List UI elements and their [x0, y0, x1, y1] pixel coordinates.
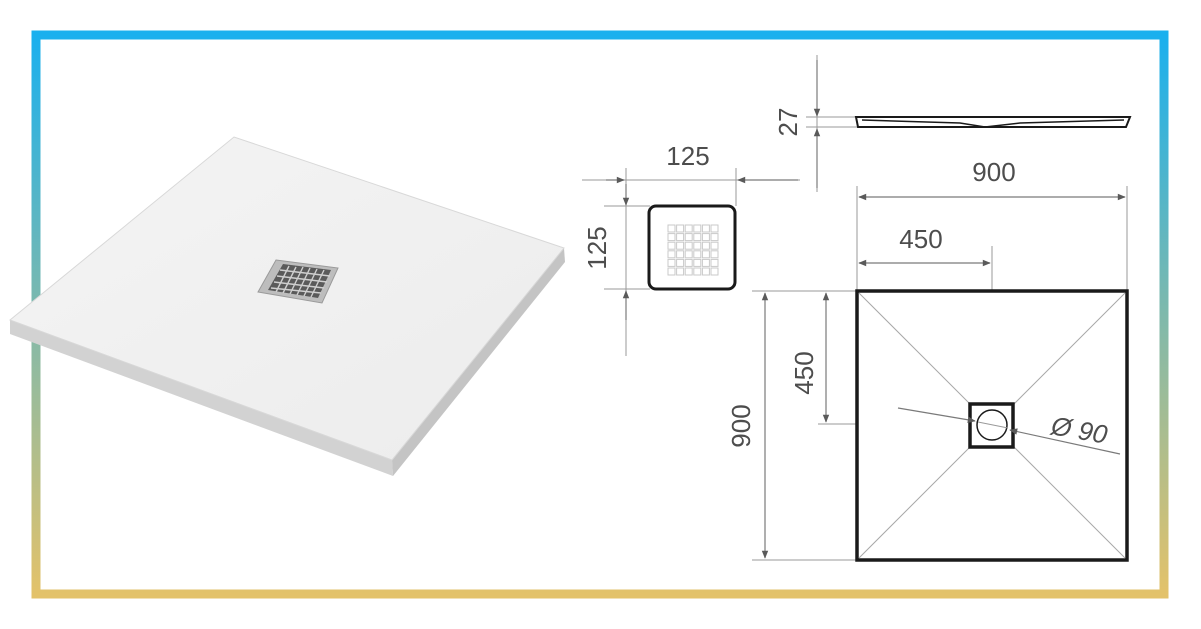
drain-grate-cell [676, 250, 685, 259]
drain-grate-cell [701, 258, 710, 267]
tray-top-surface [9, 136, 565, 461]
half-depth-label: 450 [789, 351, 819, 394]
diameter-leader-right [1009, 428, 1121, 455]
tray-slope-lines [858, 292, 1126, 559]
drain-grate-cell [667, 250, 676, 259]
drain-grate-pattern [667, 224, 719, 276]
drain-grate-cell [667, 267, 676, 276]
drain-grate-cell [667, 224, 676, 233]
drain-grate-cell [676, 241, 685, 250]
tray-profile [854, 116, 1132, 128]
drain-grate-cell [710, 250, 719, 259]
drain-grate-cell [676, 267, 685, 276]
drain-grate-cell [693, 250, 702, 259]
drain-grate-cell [693, 241, 702, 250]
drain-grate-cell [684, 233, 693, 242]
drain-width-label: 125 [666, 141, 709, 171]
drain-grate-cell [710, 224, 719, 233]
drain-grate-cell [710, 267, 719, 276]
tray-drain-grate [257, 259, 339, 304]
tray-side-profile-view: 27 [773, 55, 1132, 192]
drain-grate-cell [693, 267, 702, 276]
drain-grate-cell [684, 250, 693, 259]
drain-detail-view: 125 125 [582, 141, 800, 356]
drain-grate-cell [693, 258, 702, 267]
drain-grate-cell [684, 267, 693, 276]
drain-grate-cell [710, 241, 719, 250]
drain-grate-cell [701, 250, 710, 259]
tray-top-view: 900 450 900 450 Ø 90 [726, 157, 1129, 562]
drain-grate-cell [667, 233, 676, 242]
tray-side-edge [392, 248, 565, 476]
drain-grate-cell [701, 233, 710, 242]
width-label: 900 [972, 157, 1015, 187]
drain-grate-cell [710, 258, 719, 267]
thickness-label: 27 [773, 108, 803, 137]
drain-grate-cell [684, 224, 693, 233]
drain-grate-cell [710, 233, 719, 242]
shower-tray-3d-view [9, 136, 565, 476]
drain-grate-cell [701, 241, 710, 250]
diameter-leader-left [897, 407, 976, 423]
drain-grate-cell [701, 224, 710, 233]
depth-label: 900 [726, 404, 756, 447]
drain-grate-cell [676, 224, 685, 233]
drain-grate-cell [667, 241, 676, 250]
drain-grate-cell [693, 224, 702, 233]
drain-grate-cell [684, 258, 693, 267]
drain-grate-cell [667, 258, 676, 267]
half-width-label: 450 [899, 224, 942, 254]
drain-height-label: 125 [582, 226, 612, 269]
tray-front-edge [10, 320, 393, 476]
drain-grate-cell [693, 233, 702, 242]
drain-grate-cell [701, 267, 710, 276]
drain-grate-cell [684, 241, 693, 250]
drain-grate-cell [676, 233, 685, 242]
drain-grate-cell [676, 258, 685, 267]
